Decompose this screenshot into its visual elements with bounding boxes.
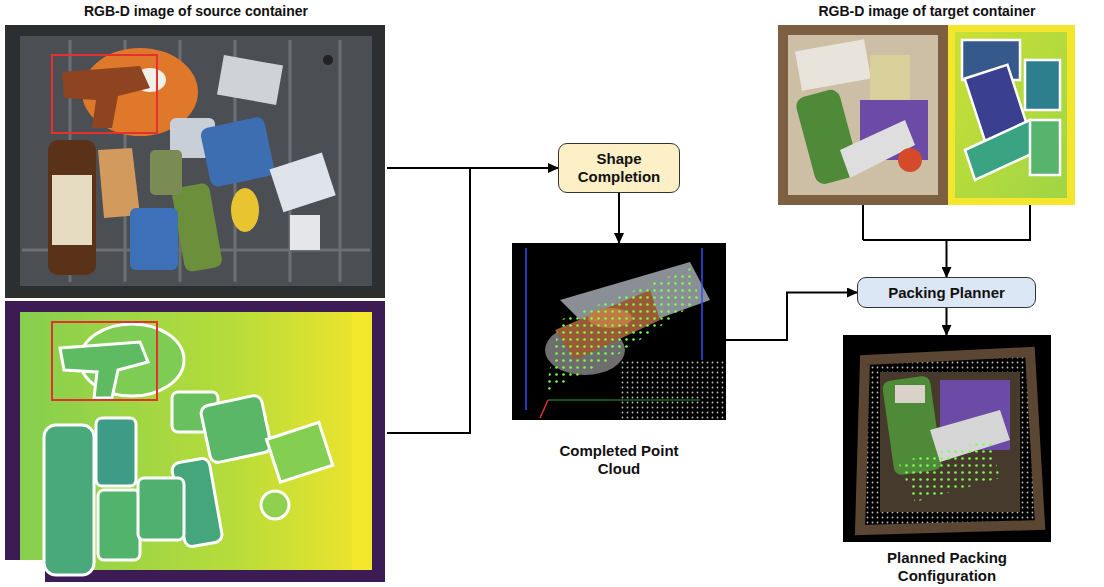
image-caption: Planned Packing Configuration xyxy=(872,549,1022,585)
source-rgb-photo-part xyxy=(48,140,96,275)
source-depth-map-part xyxy=(44,324,333,575)
target-depth-map-part-part xyxy=(1025,60,1060,110)
image-caption: Completed Point Cloud xyxy=(544,442,694,478)
source-rgb-photo-part xyxy=(323,55,333,65)
packing-render-part xyxy=(895,385,925,403)
source-rgb-photo-part xyxy=(199,116,275,188)
target-rgb-photo-part xyxy=(898,148,922,172)
source-depth-map-part xyxy=(52,322,157,400)
target-rgb-photo xyxy=(778,25,948,205)
image-panel: Completed Point Cloud xyxy=(512,243,726,478)
box-label: Shape Completion xyxy=(567,150,671,186)
source-depth-map-part-part xyxy=(261,491,289,519)
process-box: Packing Planner xyxy=(857,277,1036,308)
source-rgb-photo-part xyxy=(150,150,182,195)
packing-render-part xyxy=(860,352,1040,530)
source-rgb-photo-part xyxy=(217,55,283,105)
source-rgb-photo-part xyxy=(171,182,223,272)
box-label: Packing Planner xyxy=(888,284,1005,302)
packing-render-part xyxy=(898,440,1000,502)
source-depth-map-part-part xyxy=(60,342,148,398)
flow-arrow xyxy=(387,168,558,433)
source-rgb-photo-part xyxy=(130,208,178,270)
source-rgb-photo-part-part xyxy=(339,40,342,282)
source-depth-map-part xyxy=(5,560,45,582)
target-rgb-photo-part xyxy=(788,35,938,195)
target-rgb-photo-part xyxy=(870,55,910,100)
source-rgb-photo-part xyxy=(52,175,92,245)
source-rgb-photo-part xyxy=(290,215,320,250)
packing-render-part xyxy=(843,335,1051,542)
target-rgb-photo-part xyxy=(795,39,871,91)
point-cloud-render-part xyxy=(545,268,700,392)
source-depth-map-part xyxy=(352,312,372,570)
point-cloud-render-part xyxy=(525,248,527,410)
flow-arrow xyxy=(946,308,948,335)
source-depth-map-part xyxy=(5,301,385,582)
image-panel: Planned Packing Configuration xyxy=(843,335,1051,585)
source-depth-map-part-part xyxy=(200,394,273,464)
flow-arrow xyxy=(863,205,1030,277)
source-rgb-photo-part xyxy=(62,66,150,128)
source-depth-map-part-part xyxy=(267,422,333,482)
flow-arrow xyxy=(726,293,857,341)
source-depth-map-part-part xyxy=(138,478,184,540)
target-depth-map xyxy=(948,25,1075,205)
source-depth-map-part-part xyxy=(98,490,140,560)
source-depth-map-part-part xyxy=(44,425,94,575)
point-cloud-render-part xyxy=(701,248,703,360)
target-depth-map-part xyxy=(948,25,1075,205)
source-rgb-photo-part xyxy=(20,36,372,286)
flow-arrow xyxy=(618,193,620,243)
image-panel: RGB-D image of target container xyxy=(778,2,1076,207)
source-rgb-photo-part xyxy=(52,55,157,133)
target-depth-map-part xyxy=(955,32,1067,198)
point-cloud-render-part xyxy=(512,243,726,420)
point-cloud-render-part xyxy=(548,399,700,400)
point-cloud-render-part xyxy=(620,360,726,420)
source-rgb-photo-part xyxy=(231,188,259,232)
source-rgb-photo-part xyxy=(98,148,140,218)
image-heading: RGB-D image of source container xyxy=(5,2,387,20)
source-depth-map xyxy=(5,301,385,582)
target-rgb-photo-part xyxy=(778,25,948,205)
target-depth-map-part xyxy=(962,40,1060,180)
point-cloud-render-part xyxy=(540,400,548,418)
point-cloud-render xyxy=(512,243,726,420)
source-rgb-photo-part xyxy=(270,152,336,212)
packing-render-part xyxy=(880,372,1020,512)
image-panel: RGB-D image of source container xyxy=(5,2,387,584)
image-heading: RGB-D image of target container xyxy=(778,2,1076,20)
source-rgb-photo-part xyxy=(22,40,370,282)
process-box: Shape Completion xyxy=(558,143,680,193)
source-rgb-photo-part xyxy=(5,25,385,298)
target-depth-map-part-part xyxy=(1030,120,1060,175)
source-depth-map-part-part xyxy=(96,418,136,486)
packing-render xyxy=(843,335,1051,542)
source-rgb-photo xyxy=(5,25,385,298)
